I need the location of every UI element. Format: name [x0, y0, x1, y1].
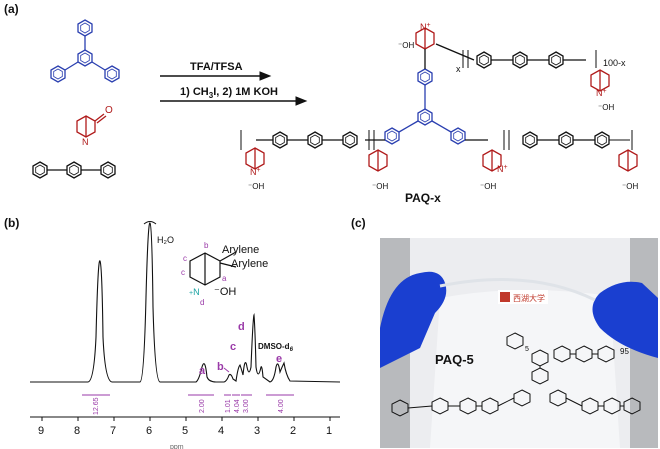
tick-1: 1: [326, 425, 332, 437]
membrane-film: [439, 278, 596, 302]
oh-top: ⁻OH: [398, 41, 414, 50]
photo-title: PAQ-5: [435, 352, 474, 367]
integral-5: 3.00: [243, 399, 250, 413]
inset-label-a: a: [222, 274, 227, 283]
product-name: PAQ-x: [405, 191, 441, 205]
peak-e: e: [276, 353, 282, 365]
reaction-scheme: O N TFA/TFSA 1) CH3I, 2) 1M KOH: [32, 19, 638, 205]
inset-oh: ⁻OH: [214, 286, 236, 298]
peak-b: b: [217, 361, 224, 373]
tick-5: 5: [182, 425, 188, 437]
photo-label-5: 5: [525, 346, 529, 353]
h2o-label: H₂O: [157, 235, 174, 245]
logo-mark: [500, 292, 510, 302]
n-plus-left: N+: [250, 167, 261, 177]
peak-d: d: [238, 321, 245, 333]
nmr-spectrum: 9 8 7 6 5 4 3 2 1 ppm H₂O a b c d e DMSO…: [30, 221, 341, 449]
tick-6: 6: [146, 425, 152, 437]
integral-2: 2.00: [199, 399, 206, 413]
peak-c: c: [230, 341, 236, 353]
reaction-arrow-1: [160, 71, 272, 81]
right-glove: [592, 281, 658, 358]
quinuclidinone-structure: [76, 113, 107, 138]
tick-4: 4: [218, 425, 224, 437]
h2o-peak-cap: [143, 221, 157, 225]
integral-6: 4.00: [278, 399, 285, 413]
n-plus-top: N+: [420, 22, 431, 32]
inset-label-b: b: [204, 241, 209, 250]
panel-label-a: (a): [4, 2, 19, 16]
terphenyl-structure: [32, 161, 116, 179]
nmr-inset-structure: [189, 251, 237, 286]
integral-4: 4.04: [234, 399, 241, 413]
inset-label-d: d: [200, 298, 204, 307]
dmso-label: DMSO-d6: [258, 342, 294, 353]
oh-mid-right: ⁻OH: [480, 182, 496, 191]
paq-x-structure: [240, 27, 638, 172]
reaction-arrow-2: [160, 96, 308, 106]
tick-8: 8: [74, 425, 80, 437]
triphenylbenzene-structure: [50, 19, 120, 83]
inset-n-plus: +N: [189, 287, 200, 297]
nmr-trace: [30, 222, 341, 383]
inset-label-c2: c: [181, 268, 185, 277]
tick-9: 9: [38, 425, 44, 437]
tick-2: 2: [290, 425, 296, 437]
inset-label-c1: c: [183, 254, 187, 263]
oh-right-top: ⁻OH: [598, 103, 614, 112]
tick-7: 7: [110, 425, 116, 437]
quinuclidinone-n: N: [82, 137, 89, 147]
oh-left: ⁻OH: [248, 182, 264, 191]
photo-structure: [391, 332, 641, 417]
panel-label-b: (b): [4, 216, 20, 230]
nmr-x-ticks: [41, 417, 331, 421]
n-plus-mid-right: N+: [497, 164, 508, 174]
x-unit: ppm: [170, 444, 184, 449]
inset-arylene-1: Arylene: [222, 244, 259, 256]
label-100-x: 100-x: [603, 58, 626, 68]
inset-arylene-2: Arylene: [231, 258, 268, 270]
peak-b-arrow: [223, 367, 230, 373]
oh-right: ⁻OH: [622, 182, 638, 191]
reagent-bottom: 1) CH3I, 2) 1M KOH: [180, 86, 278, 100]
oh-mid-left: ⁻OH: [372, 182, 388, 191]
integral-3: 1.01: [225, 399, 232, 413]
membrane-photo: PAQ-5 西湖大学 5 95: [380, 238, 658, 448]
integral-1: 12.65: [93, 397, 100, 415]
label-x: x: [456, 64, 461, 74]
logo-text: 西湖大学: [513, 293, 545, 303]
ketone-o: O: [105, 105, 113, 116]
n-plus-right-top: N+: [596, 88, 607, 98]
reagent-top: TFA/TFSA: [190, 61, 243, 73]
tick-3: 3: [254, 425, 260, 437]
logo-box: [498, 290, 548, 304]
photo-label-95: 95: [620, 347, 629, 356]
panel-label-c: (c): [351, 216, 366, 230]
left-glove: [380, 271, 447, 368]
peak-a: a: [199, 365, 206, 377]
